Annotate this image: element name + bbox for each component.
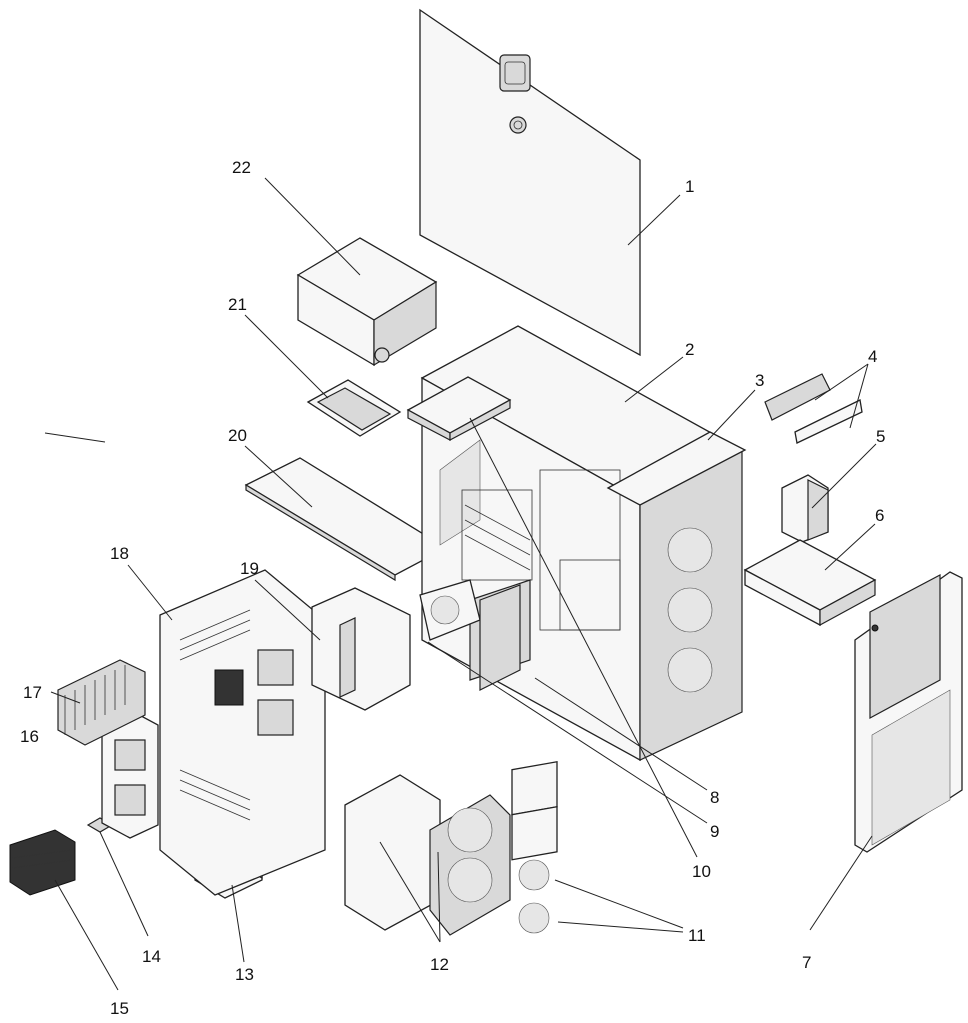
callout-10: 10 [692,862,711,881]
callout-1: 1 [685,177,694,196]
part-side-cover [419,8,641,357]
callout-6: 6 [875,506,884,525]
part-optical-drive [743,539,877,627]
callout-7: 7 [802,953,811,972]
part-dimms [57,659,146,746]
callout-2: 2 [685,340,694,359]
callout-11: 11 [688,926,706,945]
callout-15: 15 [110,999,129,1018]
part-small-module [781,474,829,543]
part-memory-riser [101,709,159,839]
leader-lines [44,177,877,991]
part-bracket [306,379,402,437]
callout-16: 16 [20,727,39,746]
callout-5: 5 [876,427,885,446]
part-bezel-latch [606,431,747,506]
part-hard-drive [406,376,512,441]
part-air-baffle [311,587,411,711]
callout-19: 19 [240,559,259,578]
part-front-bezel [854,571,963,853]
part-chassis [420,325,744,762]
part-filler-panels [764,373,863,444]
part-heat-sink [9,829,76,896]
callout-4: 4 [868,347,877,366]
callout-18: 18 [110,544,129,563]
part-adapter-card [244,457,448,582]
callout-14: 14 [142,947,161,966]
callout-9: 9 [710,822,719,841]
part-system-board [159,569,326,896]
part-power-supply [296,237,438,367]
part-fan-cage [344,774,511,936]
callout-20: 20 [228,426,247,445]
callout-labels: 1 2 3 4 5 6 7 8 9 10 11 12 13 14 15 16 1… [20,158,885,1018]
callout-17: 17 [23,683,42,702]
callout-22: 22 [232,158,251,177]
callout-3: 3 [755,371,764,390]
callout-21: 21 [228,295,247,314]
callout-8: 8 [710,788,719,807]
callout-13: 13 [235,965,254,984]
callout-12: 12 [430,955,449,974]
part-fans [511,761,558,934]
part-fan-duct [419,579,521,691]
